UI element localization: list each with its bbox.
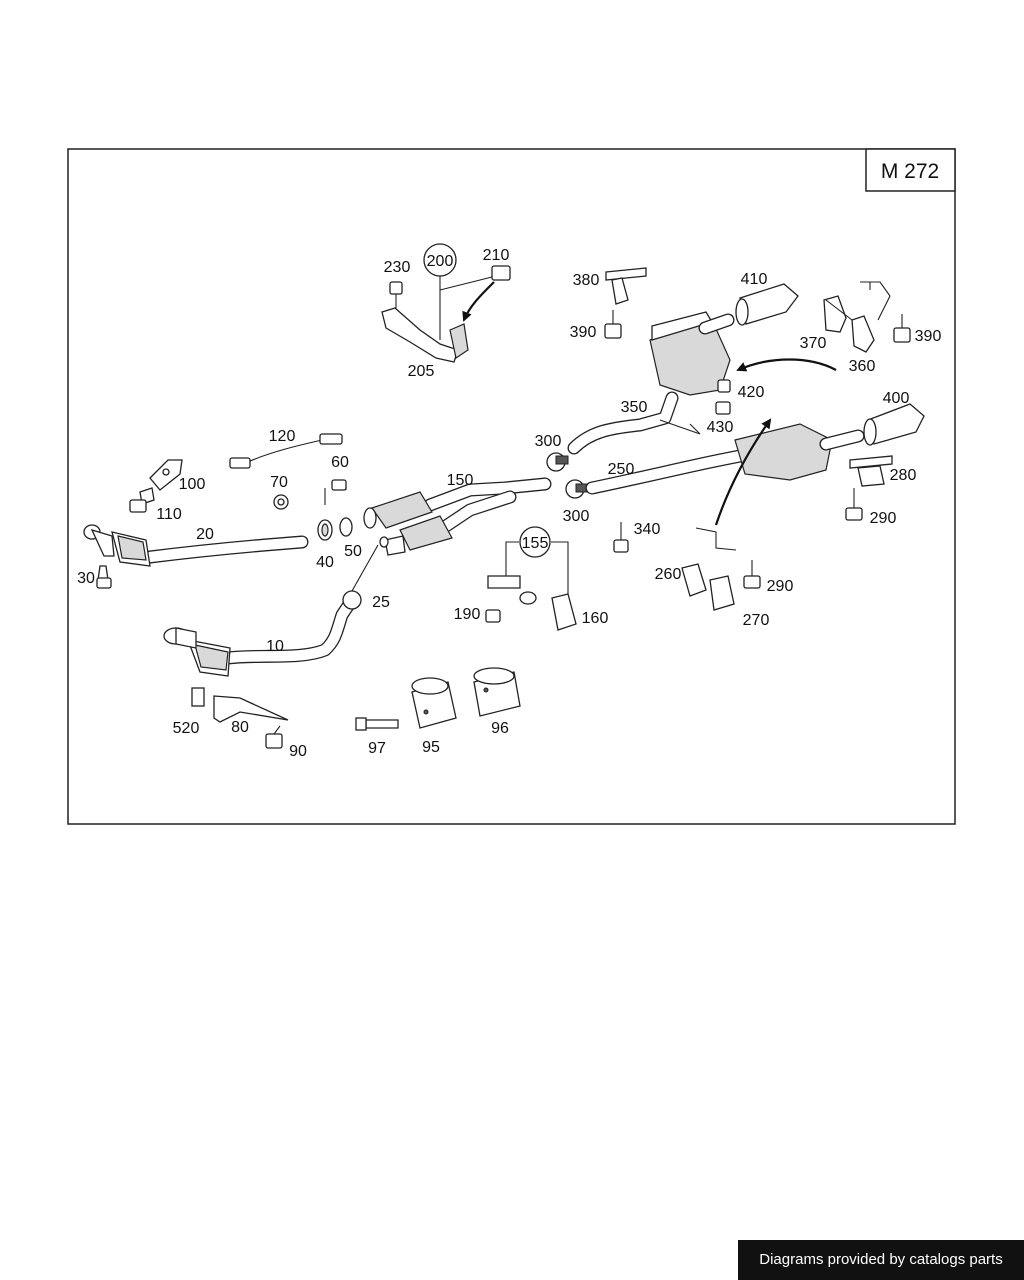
callout-190: 190 xyxy=(454,606,481,623)
part-430-wire xyxy=(659,419,701,435)
callout-210: 210 xyxy=(483,247,510,264)
part-520-plate xyxy=(191,687,205,707)
callout-230: 230 xyxy=(384,259,411,276)
part-380-hanger xyxy=(605,267,647,305)
part-25-clamp xyxy=(342,536,389,610)
callout-350: 350 xyxy=(621,399,648,416)
callout-110: 110 xyxy=(156,506,182,523)
part-210-clip xyxy=(491,265,511,281)
part-160-rubber-mount xyxy=(551,593,577,631)
callout-10: 10 xyxy=(266,638,284,655)
callout-340: 340 xyxy=(634,521,661,538)
callout-120: 120 xyxy=(269,428,296,445)
part-260-bracket xyxy=(681,527,737,597)
part-90-bolt xyxy=(265,725,283,749)
callout-20: 20 xyxy=(196,526,214,543)
callout-520: 520 xyxy=(173,720,200,737)
callout-290-right: 290 xyxy=(870,510,897,527)
part-300-clamp-lower xyxy=(565,479,589,499)
part-60-bolt xyxy=(324,479,347,505)
callout-40: 40 xyxy=(316,554,334,571)
callout-150: 150 xyxy=(447,472,474,489)
callout-430: 430 xyxy=(707,419,734,436)
callout-160: 160 xyxy=(582,610,609,627)
callout-380: 380 xyxy=(573,272,600,289)
callout-90: 90 xyxy=(289,743,307,760)
part-70-nut xyxy=(273,494,289,510)
callout-270: 270 xyxy=(743,612,770,629)
part-340-bolt xyxy=(613,522,629,553)
part-270-rubber-mount xyxy=(709,575,735,611)
part-200-bracket: 200 xyxy=(381,243,497,363)
callout-250: 250 xyxy=(608,461,635,478)
callout-205: 205 xyxy=(408,363,435,380)
callout-30: 30 xyxy=(77,570,95,587)
callout-100: 100 xyxy=(179,476,206,493)
part-280-hanger xyxy=(849,455,893,487)
part-250-intermediate-pipe xyxy=(585,448,752,495)
model-code-label: M 272 xyxy=(881,160,939,183)
model-code-box: M 272 xyxy=(865,148,956,192)
part-410-tailpipe xyxy=(735,283,799,326)
callout-390-right: 390 xyxy=(915,328,942,345)
part-120-oxygen-sensor xyxy=(229,433,343,469)
diagram-frame xyxy=(67,148,956,825)
part-155-group: 155 xyxy=(505,526,569,598)
part-10-front-pipe-cat xyxy=(163,593,359,677)
part-30-bolt xyxy=(96,565,112,589)
part-290-bolt-right xyxy=(845,488,863,521)
part-190-bolt xyxy=(485,575,537,623)
callout-80: 80 xyxy=(231,719,249,736)
lower-rear-muffler xyxy=(734,423,865,481)
callout-390-left: 390 xyxy=(570,324,597,341)
callout-155: 155 xyxy=(522,535,549,552)
part-300-clamp-upper xyxy=(546,452,569,472)
part-400-tailpipe xyxy=(863,403,925,446)
callout-290-lower: 290 xyxy=(767,578,794,595)
arrow-360-to-muffler xyxy=(736,358,837,372)
leader-370-360 xyxy=(825,282,871,321)
part-390-bolt-left xyxy=(604,310,622,339)
callout-95: 95 xyxy=(422,739,440,756)
callout-360: 360 xyxy=(849,358,876,375)
upper-rear-muffler xyxy=(649,311,735,396)
part-20-front-pipe-cat xyxy=(83,524,309,567)
part-97-bolt xyxy=(355,717,399,731)
part-420-nut xyxy=(715,379,731,415)
callout-96: 96 xyxy=(491,720,509,737)
arrow-260-to-muffler xyxy=(714,418,772,526)
part-150-center-catalysts xyxy=(363,477,552,556)
part-96-mount xyxy=(473,667,521,717)
callout-97: 97 xyxy=(368,740,386,757)
arrow-210-to-200 xyxy=(462,281,495,322)
callout-260: 260 xyxy=(655,566,682,583)
callout-50: 50 xyxy=(344,543,362,560)
part-350-intermediate-pipe xyxy=(567,391,679,455)
callout-300-upper: 300 xyxy=(535,433,562,450)
part-390-bolt-right xyxy=(893,314,911,343)
part-230-bolt xyxy=(389,281,403,308)
part-100-bracket xyxy=(149,459,183,491)
callout-370: 370 xyxy=(800,335,827,352)
callout-200: 200 xyxy=(427,253,454,270)
part-40-clamp xyxy=(317,519,333,541)
callout-60: 60 xyxy=(331,454,349,471)
part-290-bolt-lower xyxy=(743,560,761,589)
part-110-bolt xyxy=(129,487,155,513)
callout-420: 420 xyxy=(738,384,765,401)
callout-280: 280 xyxy=(890,467,917,484)
part-50-ring xyxy=(339,517,353,537)
part-360-bracket xyxy=(851,281,891,353)
credit-banner: Diagrams provided by catalogs parts xyxy=(738,1240,1024,1280)
callout-labels: 10 20 25 30 40 50 60 70 80 90 95 96 97 1… xyxy=(77,247,941,760)
callout-300-lower: 300 xyxy=(563,508,590,525)
part-370-rubber-mount xyxy=(823,295,847,333)
callout-25: 25 xyxy=(372,594,390,611)
callout-400: 400 xyxy=(883,390,910,407)
part-95-mount xyxy=(411,677,457,729)
part-80-bracket xyxy=(213,695,289,723)
callout-70: 70 xyxy=(270,474,288,491)
callout-410: 410 xyxy=(741,271,768,288)
